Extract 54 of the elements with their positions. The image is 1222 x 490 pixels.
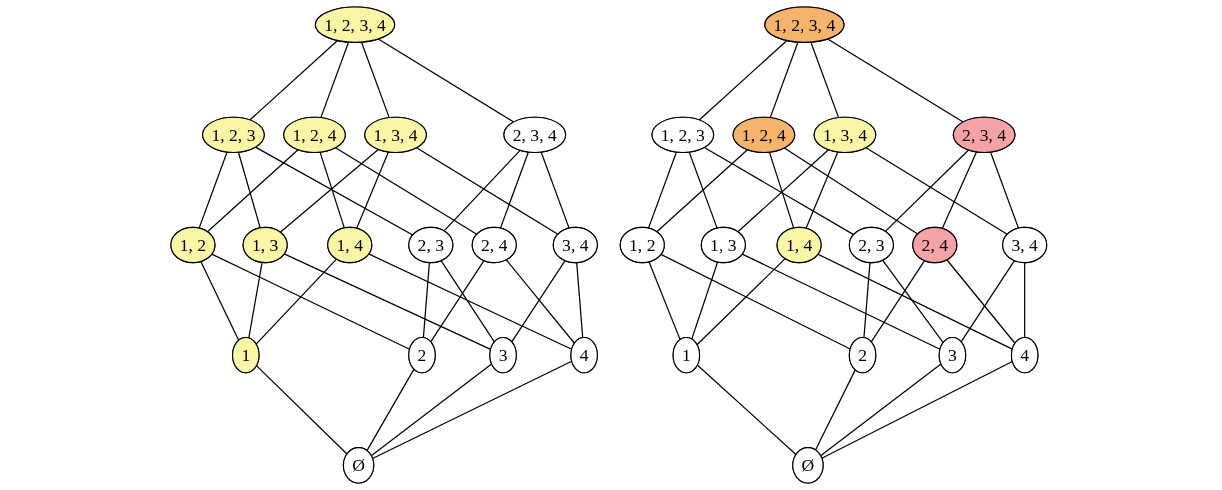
connector	[741, 253, 941, 350]
connector	[881, 259, 944, 344]
connector	[211, 253, 411, 350]
connector	[198, 151, 228, 229]
connector	[865, 147, 1008, 235]
connector	[415, 147, 559, 235]
connector	[283, 253, 492, 350]
connector	[817, 253, 1013, 350]
connector	[648, 261, 681, 341]
connector	[366, 368, 415, 452]
connector	[941, 151, 978, 230]
connector	[206, 149, 299, 233]
connector	[696, 258, 786, 346]
connector	[370, 363, 493, 457]
connector	[696, 364, 797, 456]
connector	[960, 260, 1016, 343]
connector	[334, 147, 478, 235]
connector	[946, 259, 1016, 344]
connector	[254, 146, 414, 236]
connector	[814, 369, 856, 451]
connector	[319, 151, 345, 229]
connector	[511, 260, 566, 343]
connector	[505, 259, 575, 344]
connector	[989, 151, 1020, 229]
connector	[368, 253, 573, 350]
connector	[371, 360, 573, 460]
connector	[660, 253, 851, 350]
connector	[783, 147, 919, 235]
connector	[691, 261, 719, 340]
connector	[870, 260, 926, 343]
connector	[249, 39, 339, 121]
connector	[821, 360, 1013, 459]
connector	[279, 148, 379, 233]
connector	[698, 39, 788, 121]
connector	[827, 38, 964, 123]
connector	[805, 151, 839, 229]
connector	[656, 149, 749, 233]
connector	[200, 260, 240, 341]
connector	[377, 38, 515, 123]
connector	[768, 151, 795, 229]
connector	[737, 149, 830, 233]
connector	[255, 364, 348, 455]
connector	[647, 151, 678, 229]
connector	[703, 146, 855, 236]
connector	[540, 151, 570, 229]
connector	[356, 151, 390, 229]
connector	[430, 260, 485, 343]
connector	[443, 149, 521, 232]
connector	[255, 258, 338, 345]
connector	[440, 260, 495, 343]
connector	[884, 149, 970, 232]
connector	[820, 363, 942, 457]
connector	[688, 151, 718, 229]
connector	[499, 151, 530, 229]
